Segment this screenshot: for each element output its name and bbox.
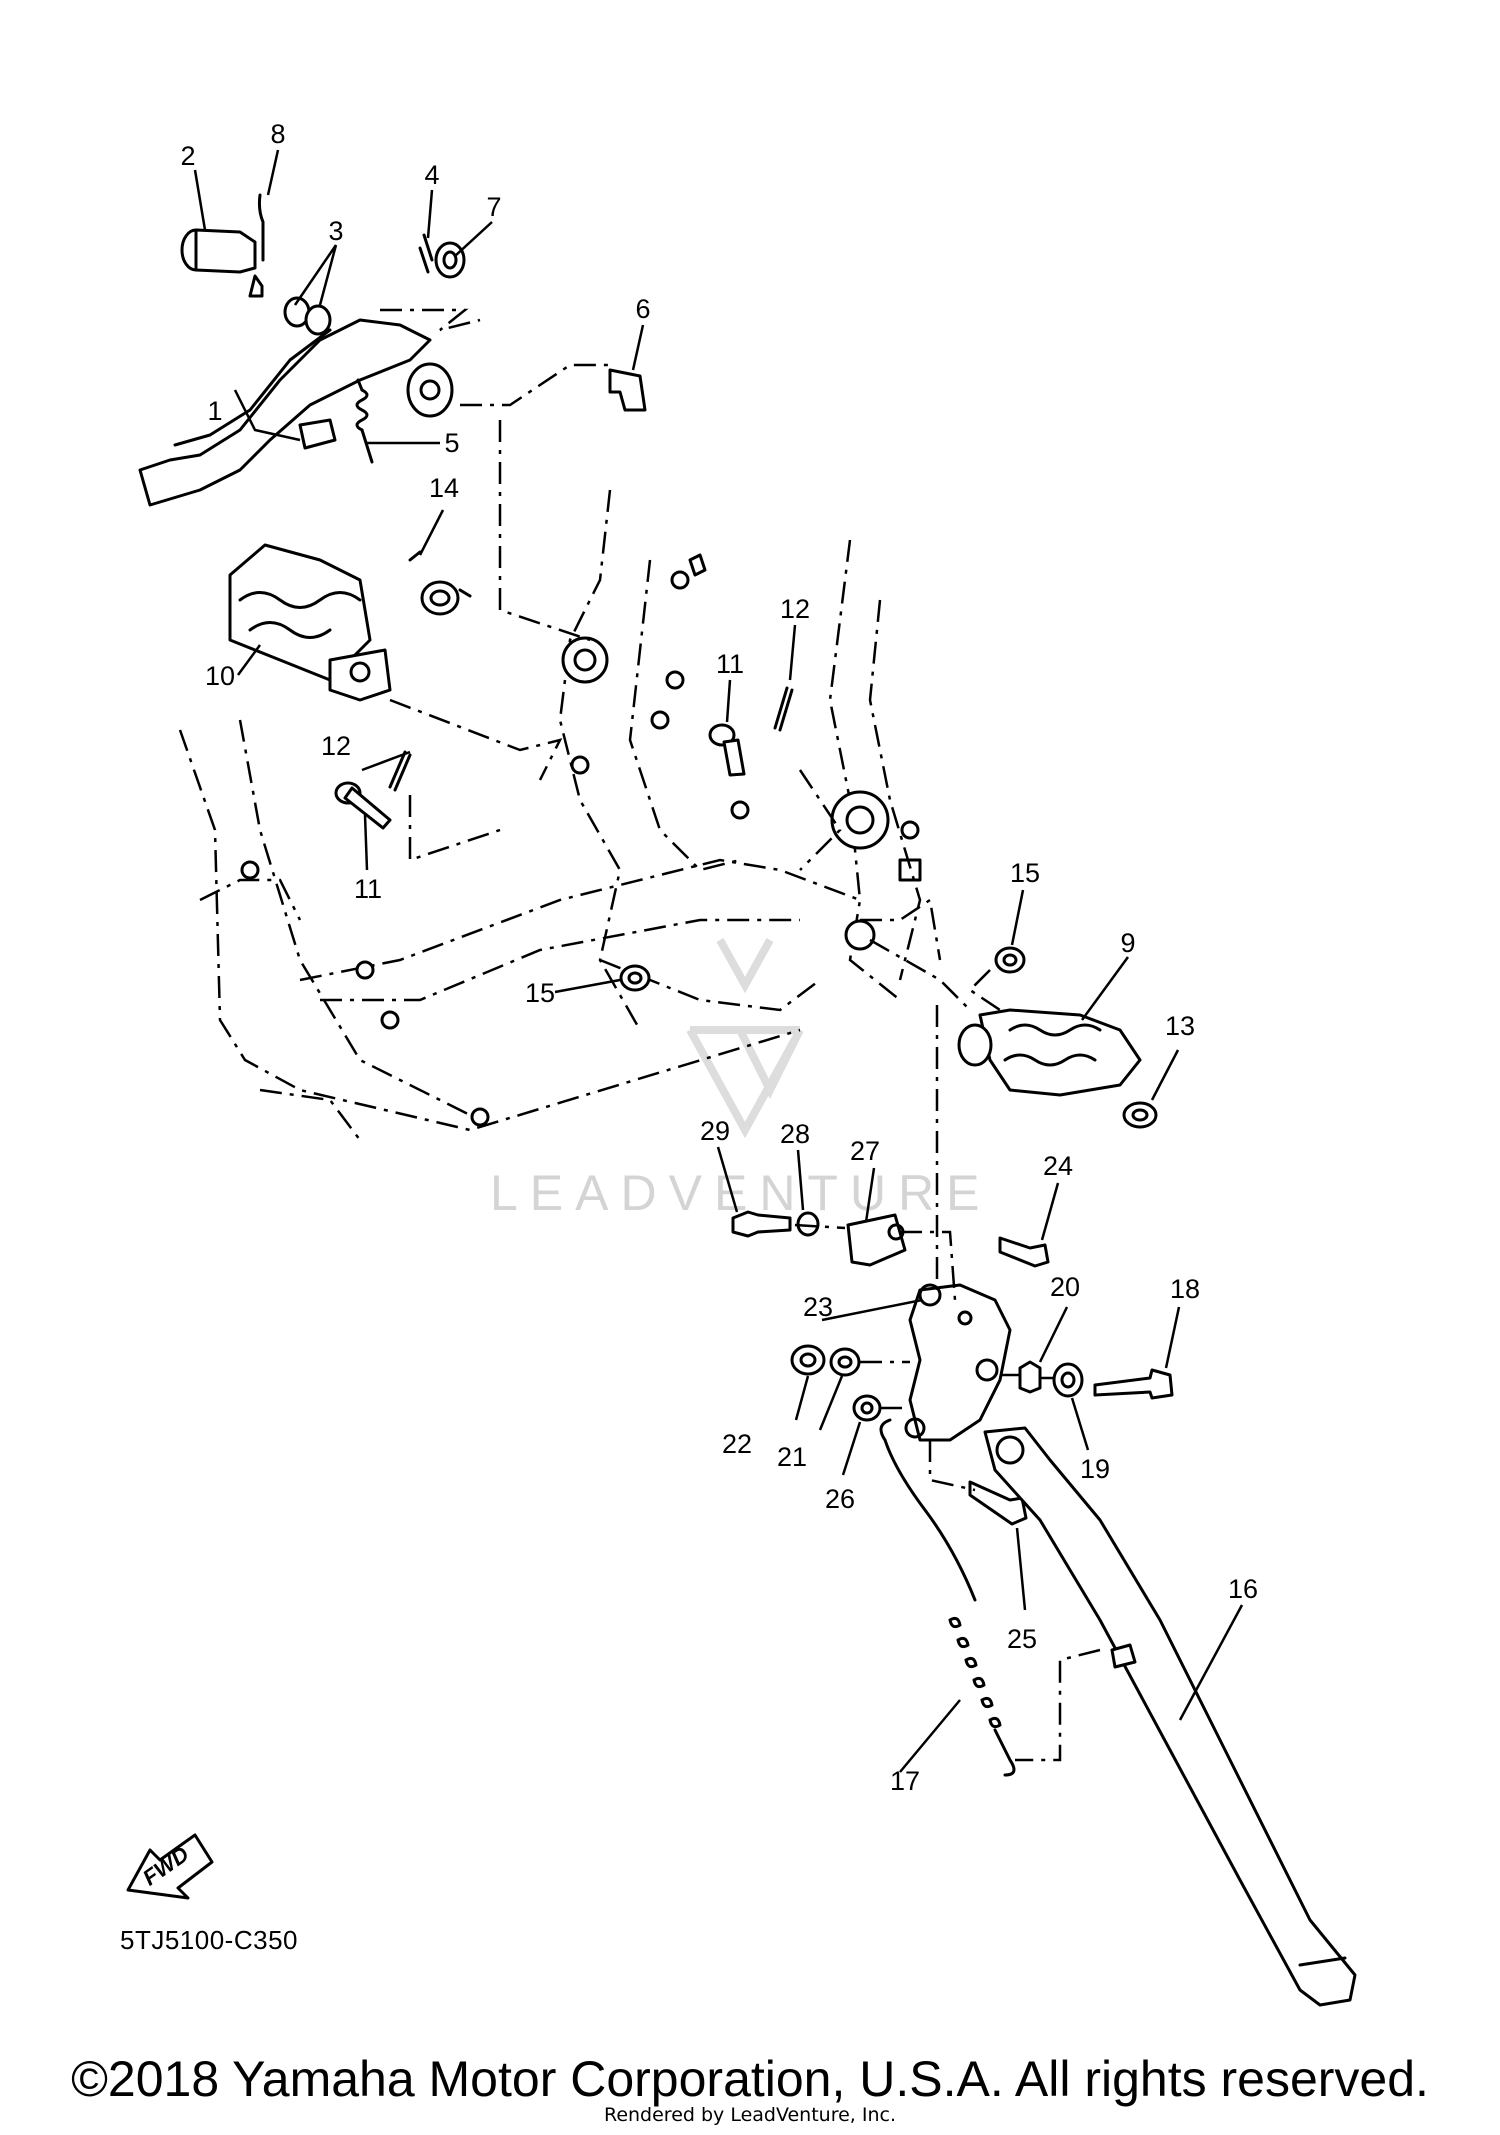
pin-11-left	[334, 781, 392, 830]
callout-21: 21	[777, 1442, 807, 1472]
callout-12-left: 12	[321, 731, 351, 761]
callout-labels: 1 2 3 4 5 6 7 8 9 10 11 11 12 12 13 14 1…	[180, 119, 1258, 1796]
collar-28	[796, 1211, 820, 1237]
fwd-arrow-icon: FWD	[126, 1833, 214, 1900]
pin-6	[608, 368, 647, 412]
callout-24: 24	[1043, 1151, 1073, 1181]
cotter-pin-12-left	[388, 750, 412, 792]
callout-4: 4	[424, 160, 439, 190]
callout-8: 8	[270, 119, 285, 149]
washer-19	[1052, 1362, 1084, 1398]
cotter-pin-8	[257, 193, 265, 262]
bolt-18	[1093, 1368, 1174, 1400]
washers-3	[283, 296, 332, 336]
nut-15-right	[994, 946, 1026, 974]
callout-14: 14	[429, 473, 459, 503]
callout-3: 3	[328, 216, 343, 246]
washer-21	[829, 1347, 861, 1377]
callout-29: 29	[700, 1116, 730, 1146]
callout-11-left: 11	[354, 874, 382, 904]
washer-26	[852, 1394, 882, 1422]
callout-19: 19	[1080, 1454, 1110, 1484]
callout-5: 5	[444, 428, 459, 458]
sidestand-bracket-23	[904, 1283, 1012, 1442]
bolt-24	[998, 1236, 1050, 1268]
pedal-pivot-shaft	[180, 228, 264, 298]
callout-20: 20	[1050, 1272, 1080, 1302]
callout-28: 28	[780, 1119, 810, 1149]
sidestand-16	[983, 1426, 1357, 2007]
return-spring-5	[355, 378, 374, 464]
switch-27	[846, 1213, 907, 1267]
left-footrest	[228, 543, 392, 702]
callout-6: 6	[635, 294, 650, 324]
callout-7: 7	[486, 192, 501, 222]
callout-2: 2	[180, 141, 195, 171]
washer-7	[434, 241, 466, 279]
callout-25: 25	[1007, 1624, 1037, 1654]
callout-11-right: 11	[716, 649, 744, 679]
callout-12-right: 12	[780, 594, 810, 624]
callout-22: 22	[722, 1429, 752, 1459]
diagram-reference-code: 5TJ5100-C350	[120, 1925, 298, 1955]
footrest-spring-14	[408, 550, 472, 616]
nut-15-left	[619, 964, 651, 992]
callout-10: 10	[205, 661, 235, 691]
nut-22	[790, 1344, 826, 1376]
callout-9: 9	[1120, 928, 1135, 958]
bolt-29	[731, 1210, 792, 1238]
frame-mount-points	[240, 553, 922, 1127]
copyright-notice: ©2018 Yamaha Motor Corporation, U.S.A. A…	[71, 2051, 1429, 2107]
callout-17: 17	[890, 1766, 920, 1796]
callout-1: 1	[207, 396, 222, 426]
callout-13: 13	[1165, 1011, 1195, 1041]
watermark-logo	[686, 938, 804, 1139]
callout-15-left: 15	[525, 978, 555, 1008]
watermark-text: LEADVENTURE	[490, 1165, 992, 1221]
clip-13	[1122, 1101, 1158, 1129]
collar-20	[1018, 1360, 1042, 1394]
callout-18: 18	[1170, 1274, 1200, 1304]
rendered-by-note: Rendered by LeadVenture, Inc.	[603, 2104, 897, 2126]
callout-15-right: 15	[1010, 858, 1040, 888]
sidestand-spring-17	[879, 1418, 1016, 1777]
cotter-pin-4	[418, 233, 434, 274]
leader-lines	[193, 149, 1244, 1773]
callout-23: 23	[803, 1292, 833, 1322]
callout-27: 27	[850, 1136, 880, 1166]
brake-pedal	[138, 318, 454, 507]
callout-26: 26	[825, 1484, 855, 1514]
cotter-pin-12-right	[773, 686, 794, 732]
right-footrest	[957, 1008, 1142, 1097]
callout-16: 16	[1228, 1574, 1258, 1604]
pin-11-right	[708, 723, 746, 777]
bolt-25	[968, 1480, 1028, 1526]
